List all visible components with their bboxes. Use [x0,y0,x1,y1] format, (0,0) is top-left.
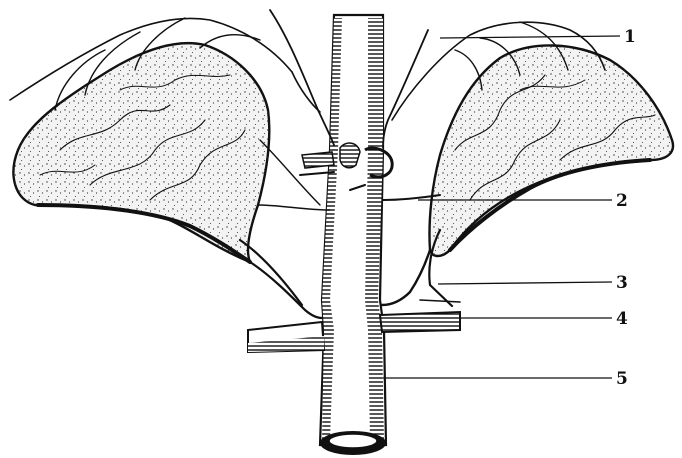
leader-line-3 [438,282,612,284]
callout-label-4: 4 [616,309,628,329]
callout-label-3: 3 [616,273,628,293]
callout-label-1: 1 [624,27,636,47]
callout-label-5: 5 [616,369,628,389]
central-vessel [320,15,386,455]
right-adrenal-gland [429,45,673,256]
left-adrenal-gland [13,43,269,262]
callout-label-2: 2 [616,191,628,211]
